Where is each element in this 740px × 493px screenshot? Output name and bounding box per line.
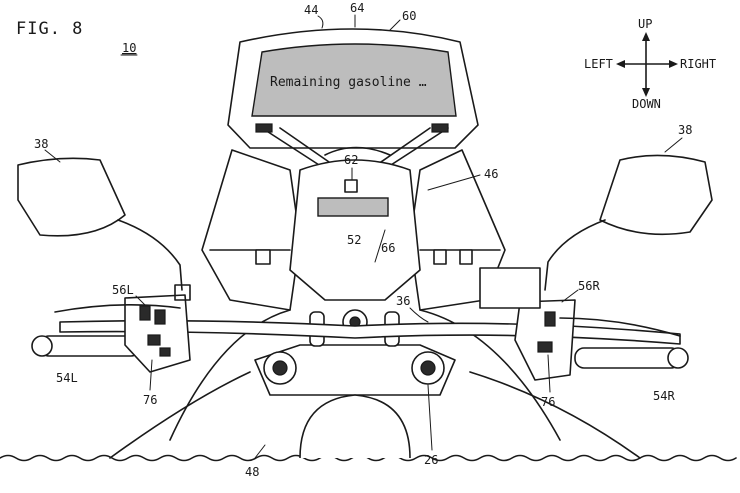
brake-reservoir [479, 267, 541, 309]
direction-right-label: RIGHT [680, 57, 716, 71]
label-54L: 54L [56, 371, 78, 385]
label-76-right: 76 [541, 395, 555, 409]
label-64: 64 [350, 1, 364, 15]
direction-left-label: LEFT [584, 57, 613, 71]
right-bar-end [667, 347, 689, 369]
sensor-62-icon [344, 179, 358, 193]
leader-38-right [664, 137, 683, 153]
reference-numerals: 44 64 60 38 38 62 46 52 66 36 56L 56R 54… [34, 1, 692, 479]
right-switch-button-a-icon [544, 311, 556, 327]
figure-title: FIG. 8 [16, 19, 83, 39]
left-mirror-38 [17, 157, 126, 237]
meter-display-52 [317, 197, 389, 217]
right-switch-box-56R [514, 299, 576, 381]
left-fork-bolt-icon [272, 360, 288, 376]
leader-46 [427, 174, 481, 191]
direction-up-label: UP [638, 17, 652, 31]
right-grip-54R [574, 347, 681, 369]
left-panel-switch-icon [255, 249, 271, 265]
meter-hood-line [324, 146, 391, 156]
label-76-left: 76 [143, 393, 157, 407]
left-switch-button-b-icon [154, 309, 166, 325]
arrow-up-icon [642, 32, 650, 41]
leader-76-right [547, 354, 551, 393]
top-bridge [254, 344, 456, 396]
left-cable-mount [174, 284, 191, 301]
leader-56R [561, 289, 579, 303]
left-fairing-panel [201, 149, 301, 311]
label-56L: 56L [112, 283, 134, 297]
right-panel-switch-b-icon [459, 249, 473, 265]
figure-reference-number: 10 [122, 41, 136, 55]
leader-56L [135, 295, 146, 306]
meter-unit [289, 146, 421, 301]
left-body-contour [109, 371, 251, 459]
right-mount-bracket [431, 123, 449, 133]
direction-indicator: UP DOWN LEFT RIGHT [584, 17, 716, 111]
label-38-left: 38 [34, 137, 48, 151]
label-38-right: 38 [678, 123, 692, 137]
meter-housing [289, 159, 421, 301]
label-36: 36 [396, 294, 410, 308]
right-mirror-stem [544, 219, 606, 291]
label-44: 44 [304, 3, 318, 17]
leader-48 [254, 444, 266, 459]
arrow-left-icon [616, 60, 625, 68]
leader-44 [317, 15, 324, 29]
leader-60 [389, 19, 401, 31]
leader-66 [374, 229, 386, 263]
label-60: 60 [402, 9, 416, 23]
label-46: 46 [484, 167, 498, 181]
right-lower-body-line [419, 309, 561, 441]
left-switch-box-56L [124, 294, 191, 373]
arrow-down-icon [642, 88, 650, 97]
left-lower-body-line [169, 309, 291, 441]
left-mirror-stem [117, 219, 183, 291]
label-26: 26 [424, 453, 438, 467]
windscreen: Remaining gasoline … [227, 28, 479, 186]
label-52: 52 [347, 233, 361, 247]
left-mount-bracket [255, 123, 273, 133]
direction-down-label: DOWN [632, 97, 661, 111]
right-mirror-38 [599, 154, 713, 236]
display-screen-message: Remaining gasoline … [270, 75, 427, 90]
arrow-right-icon [669, 60, 678, 68]
handlebar [31, 267, 689, 381]
right-switch-button-b-icon [537, 341, 553, 353]
mirrors [17, 154, 713, 291]
leader-38-left [44, 149, 61, 163]
steering-stem [254, 309, 456, 459]
left-switch-button-c-icon [147, 334, 161, 346]
leader-36 [409, 307, 429, 323]
right-lever [559, 317, 681, 337]
right-body-contour [469, 371, 641, 459]
right-panel-switch-a-icon [433, 249, 447, 265]
fuel-tank-48 [299, 394, 411, 459]
label-66: 66 [381, 241, 395, 255]
left-switch-button-d-icon [159, 347, 171, 357]
label-62: 62 [344, 153, 358, 167]
left-lever [54, 304, 181, 313]
label-54R: 54R [653, 389, 675, 403]
leader-76-left [149, 359, 153, 391]
label-56R: 56R [578, 279, 600, 293]
leader-26 [427, 384, 433, 451]
leader-lines [44, 14, 683, 459]
right-fork-bolt-icon [420, 360, 436, 376]
left-switch-button-a-icon [139, 305, 151, 321]
display-screen [251, 43, 457, 117]
left-bar-end [31, 335, 53, 357]
label-48: 48 [245, 465, 259, 479]
